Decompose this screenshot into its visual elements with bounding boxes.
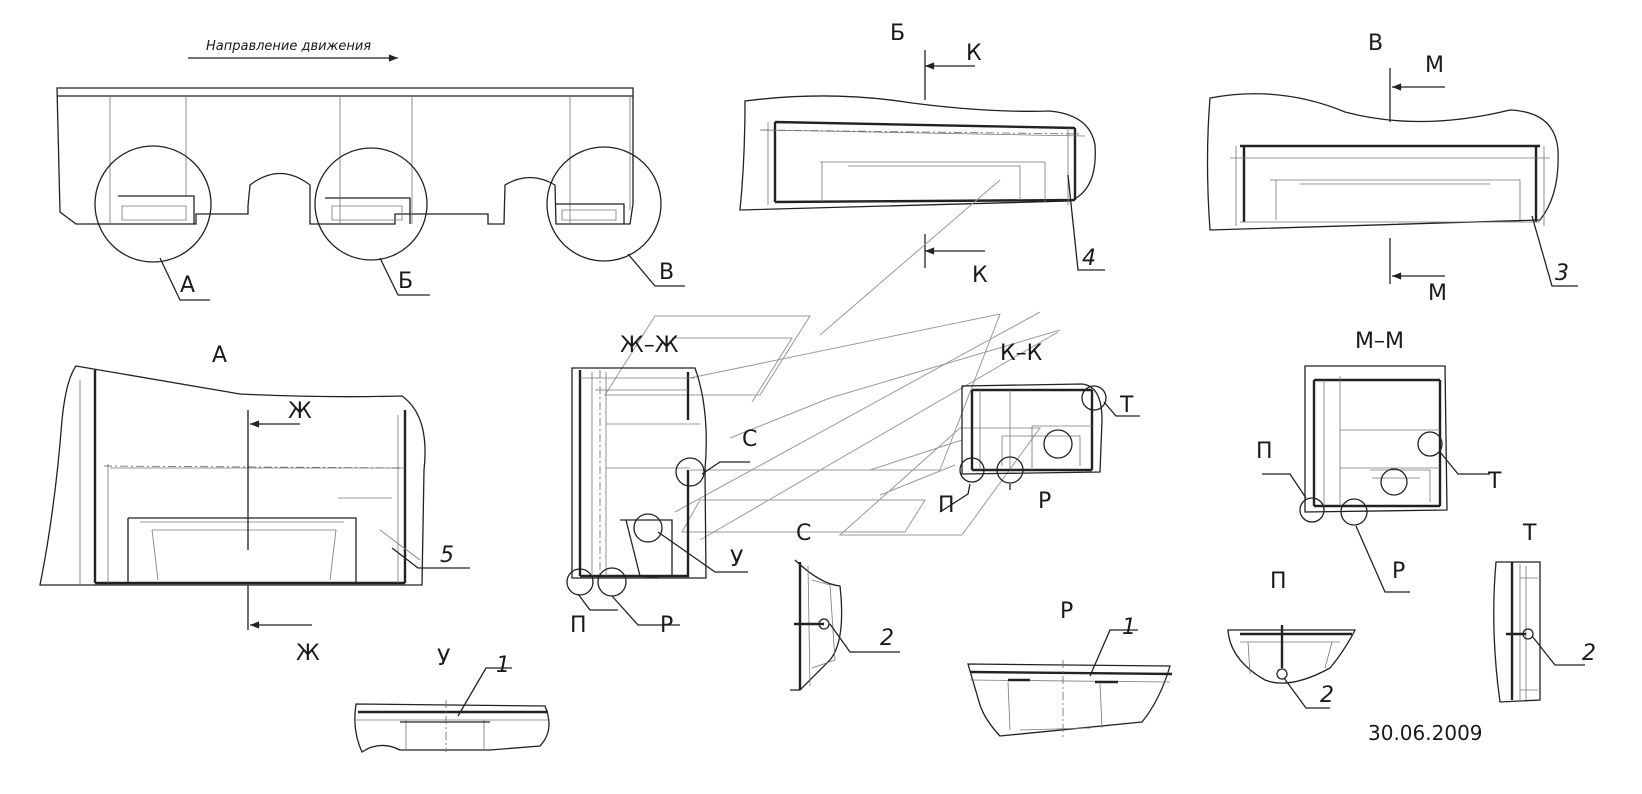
- detail-circle-v: [546, 146, 662, 262]
- view-b: Б К К 4: [739, 21, 1105, 288]
- detail-p: П 2: [1227, 569, 1357, 709]
- callout-s1: С: [742, 427, 757, 452]
- detail-r-title: Р: [1060, 599, 1073, 624]
- view-v-title: В: [1368, 31, 1383, 56]
- callout-r2: Р: [1038, 489, 1051, 514]
- drawing-date: 30.06.2009: [1368, 721, 1483, 745]
- callout-t1: Т: [1119, 393, 1134, 418]
- overview-view: Направление движения А Б В: [56, 39, 685, 301]
- section-zh-title: Ж–Ж: [620, 333, 679, 358]
- detail-circle-b: [314, 147, 428, 261]
- detail-circle-a: [94, 145, 212, 263]
- callout-t2: Т: [1487, 469, 1502, 494]
- callout-2b: 2: [1320, 683, 1334, 708]
- detail-u: У 1: [354, 646, 550, 753]
- section-k: К–К Т П Р: [938, 341, 1140, 518]
- detail-t-title: Т: [1522, 521, 1537, 546]
- section-m-title: М–М: [1355, 329, 1404, 354]
- view-b-title: Б: [890, 21, 905, 46]
- view-a-title: А: [212, 343, 227, 368]
- zh-top-label: Ж: [288, 399, 312, 424]
- m-bottom-label: М: [1428, 281, 1447, 306]
- callout-r3: Р: [1392, 559, 1405, 584]
- callout-u: У: [730, 547, 744, 572]
- zh-bottom-label: Ж: [296, 641, 320, 666]
- callout-5: 5: [440, 543, 454, 568]
- section-k-title: К–К: [1000, 341, 1043, 366]
- callout-2a: 2: [880, 626, 894, 651]
- section-zh: Ж–Ж С У П Р С: [566, 333, 811, 638]
- view-v: В М М 3: [1206, 31, 1578, 306]
- k-bottom-label: К: [972, 263, 988, 288]
- callout-r1: Р: [660, 613, 673, 638]
- detail-s: 2: [790, 559, 900, 691]
- callout-v: В: [659, 260, 674, 285]
- detail-p-title: П: [1270, 569, 1287, 594]
- callout-a: А: [180, 273, 195, 298]
- callout-1b: 1: [1122, 615, 1136, 640]
- section-m: М–М Т П Р: [1256, 329, 1502, 593]
- detail-t: Т 2: [1493, 521, 1596, 703]
- m-top-label: М: [1425, 53, 1444, 78]
- guide-lines: [604, 179, 1061, 541]
- callout-3: 3: [1555, 261, 1569, 286]
- callout-b: Б: [398, 269, 413, 294]
- callout-p1: П: [570, 613, 587, 638]
- callout-4: 4: [1082, 246, 1096, 271]
- detail-u-title: У: [437, 646, 451, 671]
- direction-title: Направление движения: [206, 39, 371, 54]
- callout-p2: П: [938, 493, 955, 518]
- callout-1a: 1: [496, 653, 510, 678]
- callout-p3: П: [1256, 439, 1273, 464]
- detail-r: Р 1: [967, 599, 1173, 738]
- callout-s2: С: [796, 521, 811, 546]
- k-top-label: К: [966, 41, 982, 66]
- callout-2c: 2: [1582, 641, 1596, 666]
- view-a: А Ж Ж 5: [39, 343, 470, 666]
